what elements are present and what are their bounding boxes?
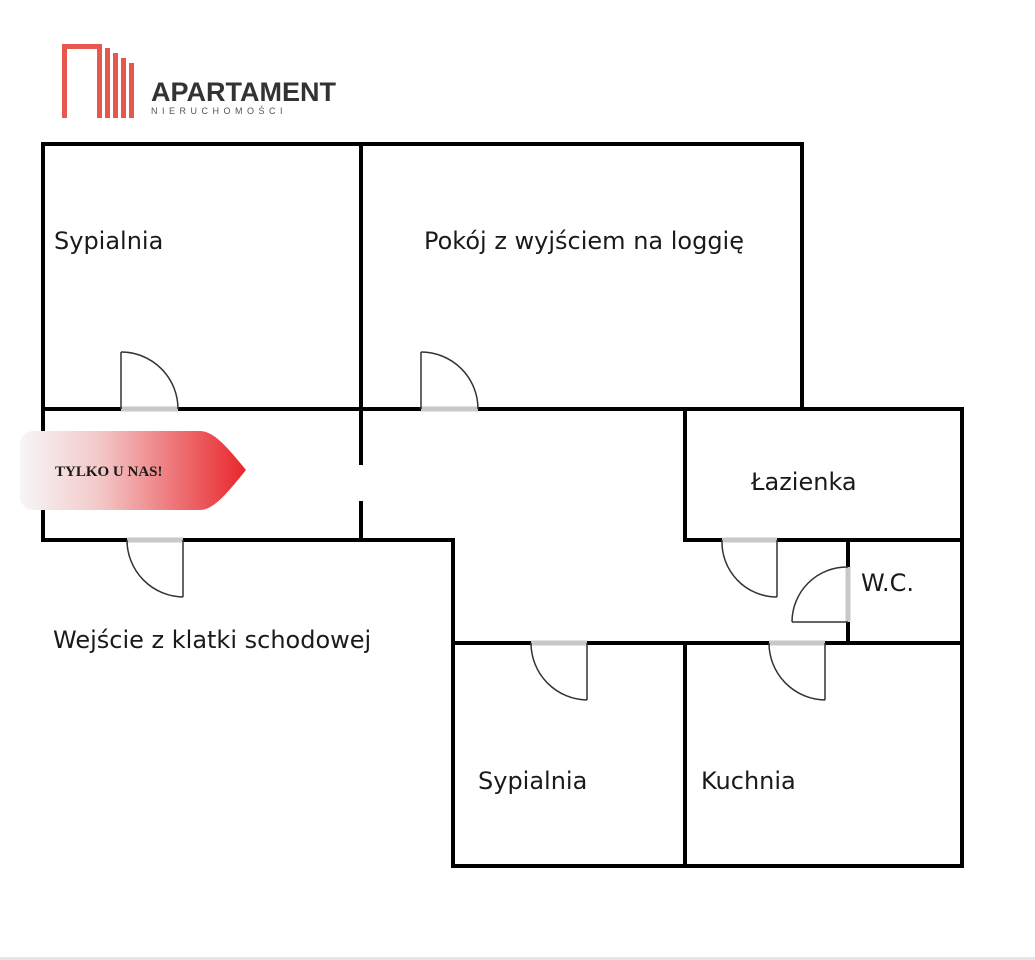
walls — [41, 142, 964, 868]
door-entrance — [126, 537, 184, 598]
logo-icon — [62, 44, 134, 118]
room-label-kitchen: Kuchnia — [701, 767, 796, 795]
door-wc — [791, 566, 851, 623]
bottom-divider — [0, 957, 1035, 960]
door-kitchen — [768, 640, 826, 701]
room-label-bedroom-1: Sypialnia — [54, 227, 163, 255]
badge-arrow-shape — [20, 431, 246, 510]
door-bedroom-1 — [120, 351, 179, 412]
badge-text: TYLKO U NAS! — [55, 464, 163, 480]
logo-subtitle: NIERUCHOMOŚCI — [151, 105, 287, 116]
room-label-living-room: Pokój z wyjściem na loggię — [424, 227, 744, 255]
door-bedroom-2 — [530, 640, 588, 701]
logo-name: APARTAMENT — [151, 77, 336, 107]
door-living-room — [420, 351, 479, 412]
room-label-wc: W.C. — [861, 569, 914, 597]
room-label-bedroom-2: Sypialnia — [478, 767, 587, 795]
room-label-bathroom: Łazienka — [750, 468, 857, 496]
promo-badge: TYLKO U NAS! — [20, 431, 246, 510]
door-bathroom — [721, 537, 778, 598]
room-label-entrance: Wejście z klatki schodowej — [53, 626, 371, 654]
doors — [120, 351, 851, 701]
logo: APARTAMENT NIERUCHOMOŚCI — [62, 44, 336, 118]
